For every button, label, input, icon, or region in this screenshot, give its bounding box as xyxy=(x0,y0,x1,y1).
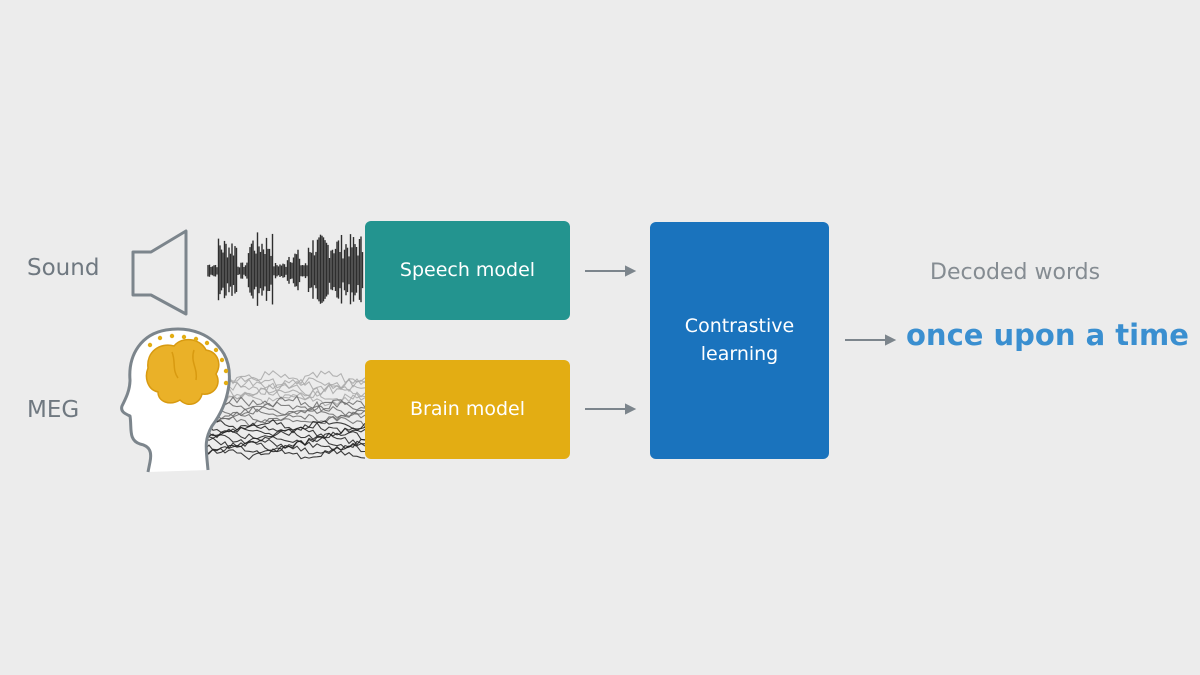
meg-trace xyxy=(204,381,366,397)
meg-trace xyxy=(204,378,366,394)
sensor-dot xyxy=(204,340,210,346)
brain-model-box: Brain model xyxy=(365,360,570,459)
sensor-dot xyxy=(223,380,229,386)
meg-trace xyxy=(204,411,366,425)
sensor-dot xyxy=(219,357,225,363)
meg-trace xyxy=(204,447,366,461)
head-brain-icon xyxy=(120,327,231,473)
sensor-dot xyxy=(193,336,199,342)
decoded-words-text: once upon a time xyxy=(906,318,1189,352)
sensor-dot xyxy=(147,342,153,348)
sound-label: Sound xyxy=(27,255,100,281)
sensor-dot xyxy=(181,334,187,340)
meg-trace xyxy=(204,391,366,407)
meg-trace xyxy=(204,395,366,412)
meg-trace xyxy=(204,415,366,428)
sensor-dot xyxy=(213,347,219,353)
meg-trace xyxy=(204,418,366,431)
meg-label: MEG xyxy=(27,397,80,423)
meg-sensor-dots xyxy=(147,333,229,386)
meg-trace xyxy=(204,429,366,441)
speaker-icon xyxy=(131,229,188,316)
brain-shape xyxy=(145,338,220,405)
meg-trace xyxy=(204,384,366,401)
speech-model-box: Speech model xyxy=(365,221,570,320)
sensor-dot xyxy=(223,368,229,374)
meg-trace xyxy=(204,443,366,457)
arrows xyxy=(585,265,897,415)
decoded-words-label: Decoded words xyxy=(930,260,1101,285)
contrastive-learning-box: Contrastive learning xyxy=(650,222,829,459)
meg-trace xyxy=(204,421,366,434)
sound-waveform xyxy=(207,232,364,306)
sensor-dot xyxy=(157,335,163,341)
sensor-dot xyxy=(169,333,175,339)
meg-trace xyxy=(204,432,366,446)
meg-waveform xyxy=(204,370,366,461)
meg-trace xyxy=(204,401,366,413)
